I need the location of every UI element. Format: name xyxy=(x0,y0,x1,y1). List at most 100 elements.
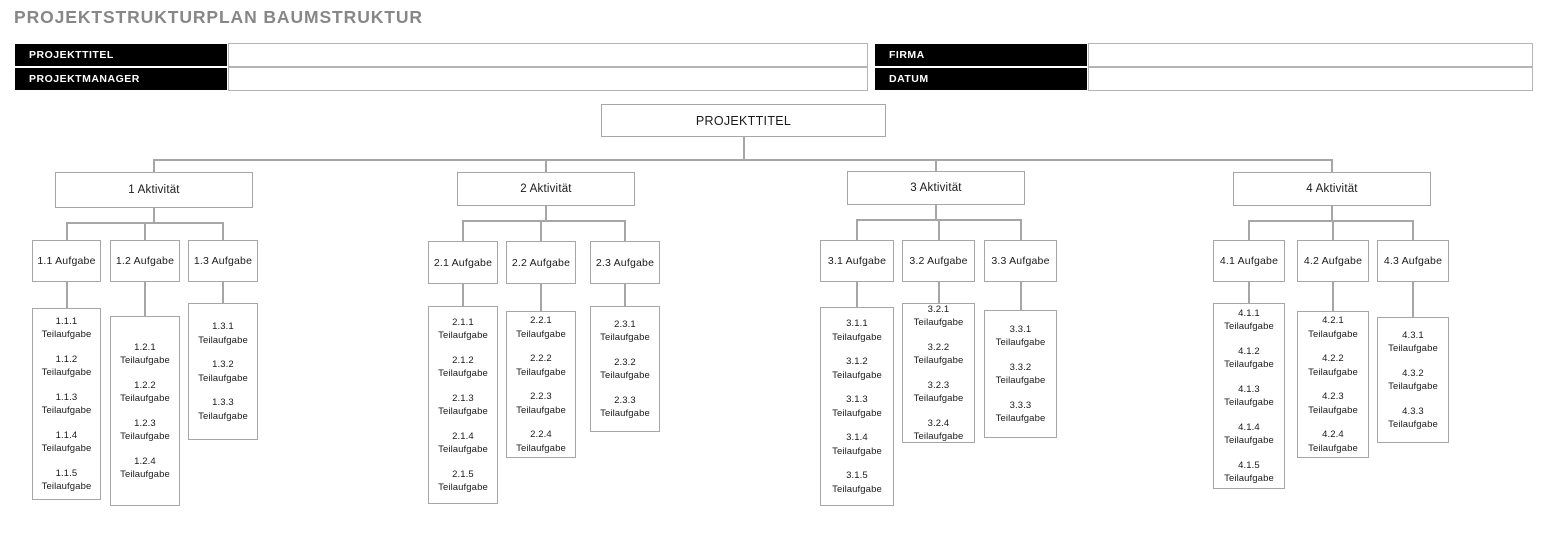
connector-line xyxy=(937,219,940,240)
tree-node-task-label: 2.3 Aufgabe xyxy=(595,256,655,269)
tree-node-task-label: 3.3 Aufgabe xyxy=(991,255,1050,267)
tree-node-subtask-label: 2.2.1 Teilaufgabe xyxy=(516,315,566,340)
tree-node-activity-2[interactable]: 2 Aktivität xyxy=(457,172,635,206)
tree-node-subtask-label: 2.2.4 Teilaufgabe xyxy=(516,429,566,454)
connector-line xyxy=(1412,282,1414,317)
tree-node-task-label: 1.3 Aufgabe xyxy=(193,255,253,267)
tree-node-task-2-1[interactable]: 2.1 Aufgabe xyxy=(428,241,498,284)
tree-node-task-4-2[interactable]: 4.2 Aufgabe xyxy=(1297,240,1369,282)
connector-line xyxy=(144,222,146,240)
connector-line xyxy=(624,220,626,241)
tree-node-subtask-label: 1.3.3 Teilaufgabe xyxy=(198,397,248,422)
connector-line xyxy=(1249,220,1413,222)
connector-line xyxy=(856,282,858,307)
connector-line xyxy=(1331,206,1333,220)
connector-line xyxy=(1332,220,1334,240)
connector-line xyxy=(463,220,625,222)
connector-line xyxy=(1332,282,1334,311)
tree-node-task-label: 1.1 Aufgabe xyxy=(37,255,96,267)
tree-node-task-label: 3.2 Aufgabe xyxy=(909,255,968,267)
connector-line xyxy=(540,220,542,241)
connector-line xyxy=(154,159,1332,161)
tree-node-root-label: PROJEKTTITEL xyxy=(695,113,792,128)
connector-line xyxy=(153,208,155,222)
tree-node-subtask-label: 1.2.2 Teilaufgabe xyxy=(120,379,170,405)
tree-node-subtask-label: 4.2.2 Teilaufgabe xyxy=(1308,353,1358,378)
connector-line xyxy=(937,282,940,303)
tree-node-task-label: 2.2 Aufgabe xyxy=(511,256,571,269)
tree-node-subtask-label: 4.2.3 Teilaufgabe xyxy=(1308,391,1358,416)
tree-node-task-label: 4.3 Aufgabe xyxy=(1383,255,1443,267)
tree-node-subtask-label: 3.2.2 Teilaufgabe xyxy=(913,341,964,367)
tree-node-subtask-label: 4.1.4 Teilaufgabe xyxy=(1224,421,1274,447)
connector-line xyxy=(462,220,464,241)
tree-node-task-3-3[interactable]: 3.3 Aufgabe xyxy=(984,240,1057,282)
connector-line xyxy=(1019,219,1022,240)
tree-node-subtask-label: 3.1.2 Teilaufgabe xyxy=(832,356,882,381)
tree-node-task-4-1[interactable]: 4.1 Aufgabe xyxy=(1213,240,1285,282)
tree-node-subtask-label: 1.1.1 Teilaufgabe xyxy=(41,315,92,341)
connector-line xyxy=(935,159,937,171)
tree-node-subtask-label: 1.3.2 Teilaufgabe xyxy=(198,359,248,384)
tree-node-task-3-2[interactable]: 3.2 Aufgabe xyxy=(902,240,975,282)
tree-node-subtask-label: 2.1.4 Teilaufgabe xyxy=(438,430,488,456)
tree-node-task-label: 2.1 Aufgabe xyxy=(433,256,493,269)
tree-node-task-3-1[interactable]: 3.1 Aufgabe xyxy=(820,240,894,282)
tree-node-activity-label: 3 Aktivität xyxy=(910,182,962,194)
tree-node-subtasks-4-1[interactable]: 4.1.1 Teilaufgabe 4.1.2 Teilaufgabe 4.1.3 … xyxy=(1213,303,1285,489)
tree-node-activity-4[interactable]: 4 Aktivität xyxy=(1233,172,1431,206)
tree-node-activity-1[interactable]: 1 Aktivität xyxy=(55,172,253,208)
tree-node-task-1-3[interactable]: 1.3 Aufgabe xyxy=(188,240,258,282)
tree-node-subtask-label: 4.1.2 Teilaufgabe xyxy=(1224,345,1274,371)
tree-node-subtask-label: 4.3.3 Teilaufgabe xyxy=(1388,405,1438,431)
connector-line xyxy=(624,284,626,306)
tree-node-task-2-3[interactable]: 2.3 Aufgabe xyxy=(590,241,660,284)
connector-line xyxy=(65,282,68,308)
tree-node-subtask-label: 3.2.4 Teilaufgabe xyxy=(913,417,964,443)
tree-node-subtask-label: 1.1.2 Teilaufgabe xyxy=(41,353,92,379)
tree-node-task-1-2[interactable]: 1.2 Aufgabe xyxy=(110,240,180,282)
tree-node-root[interactable]: PROJEKTTITEL xyxy=(601,104,886,137)
tree-node-activity-label: 2 Aktivität xyxy=(520,183,572,195)
connector-line xyxy=(1331,159,1333,172)
tree-node-task-2-2[interactable]: 2.2 Aufgabe xyxy=(506,241,576,284)
connector-line xyxy=(540,284,542,311)
connector-line xyxy=(742,137,745,159)
tree-node-task-label: 4.2 Aufgabe xyxy=(1303,255,1363,267)
form-input-projekttitel[interactable] xyxy=(228,43,868,67)
tree-node-task-1-1[interactable]: 1.1 Aufgabe xyxy=(32,240,101,282)
form-input-firma[interactable] xyxy=(1088,43,1533,67)
tree-node-task-label: 1.2 Aufgabe xyxy=(115,255,175,267)
tree-node-subtask-label: 2.3.2 Teilaufgabe xyxy=(600,356,650,382)
connector-line xyxy=(144,282,146,316)
tree-node-subtask-label: 3.1.3 Teilaufgabe xyxy=(832,394,882,419)
form-input-projektmanager[interactable] xyxy=(228,67,868,91)
tree-node-subtask-label: 2.2.3 Teilaufgabe xyxy=(516,391,566,416)
form-label-projektmanager: PROJEKTMANAGER xyxy=(14,67,228,91)
tree-node-subtask-label: 3.3.3 Teilaufgabe xyxy=(995,399,1046,425)
form-input-datum[interactable] xyxy=(1088,67,1533,91)
tree-node-task-4-3[interactable]: 4.3 Aufgabe xyxy=(1377,240,1449,282)
tree-node-subtask-label: 4.1.1 Teilaufgabe xyxy=(1224,307,1274,333)
tree-node-subtask-label: 1.2.3 Teilaufgabe xyxy=(120,417,170,443)
tree-node-activity-3[interactable]: 3 Aktivität xyxy=(847,171,1025,205)
tree-node-subtask-label: 4.2.4 Teilaufgabe xyxy=(1308,429,1358,454)
tree-node-activity-label: 1 Aktivität xyxy=(128,184,180,196)
tree-node-subtask-label: 4.1.5 Teilaufgabe xyxy=(1224,459,1274,485)
connector-line xyxy=(462,284,464,306)
tree-node-subtask-label: 3.2.1 Teilaufgabe xyxy=(913,303,964,329)
connector-line xyxy=(1412,220,1414,240)
tree-node-subtask-label: 4.1.3 Teilaufgabe xyxy=(1224,383,1274,409)
